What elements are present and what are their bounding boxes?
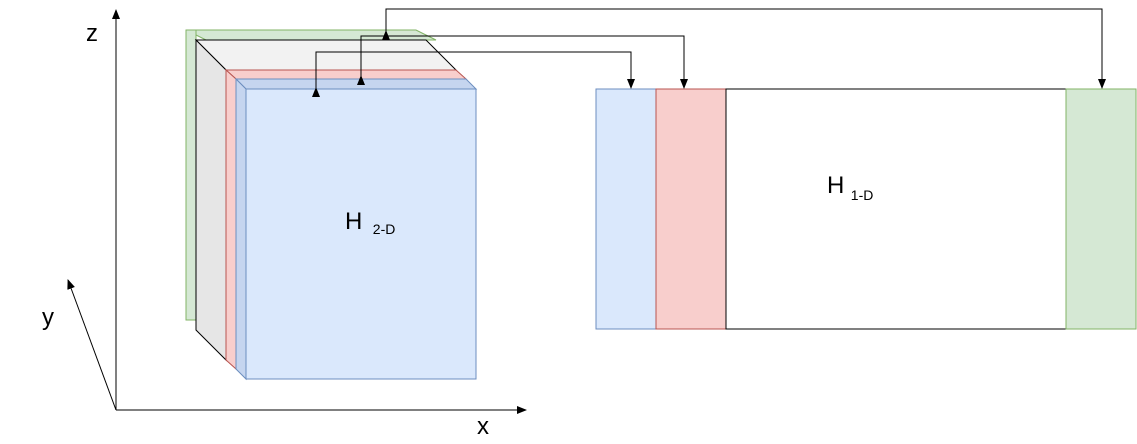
tensor-1d-label: H 1-D (827, 172, 873, 203)
connectors (312, 8, 1106, 97)
z-axis-label: z (86, 20, 98, 47)
y-axis (67, 279, 117, 411)
tensor-2d-label-main: H (345, 208, 362, 235)
tensor-1d-label-sub: 1-D (851, 187, 874, 203)
connector-green (382, 8, 1106, 89)
x-axis-label: x (477, 413, 489, 440)
tensor-2d-stack: H 2-D (185, 29, 478, 381)
tensor-2d-label-sub: 2-D (373, 221, 396, 237)
white-segment-1d (725, 88, 1067, 330)
red-segment-1d (655, 88, 727, 330)
red-layer-2d (224, 68, 468, 371)
blue-segment-1d (595, 88, 657, 330)
y-axis-label: y (42, 304, 54, 331)
tensor-1d-label-main: H (827, 172, 844, 199)
axes: z x y (42, 9, 527, 440)
tensor-1d-strip: H 1-D (595, 88, 1137, 330)
green-segment-1d (1065, 88, 1137, 330)
blue-front-face (245, 88, 477, 380)
tensor-2d-label: H 2-D (345, 208, 395, 237)
